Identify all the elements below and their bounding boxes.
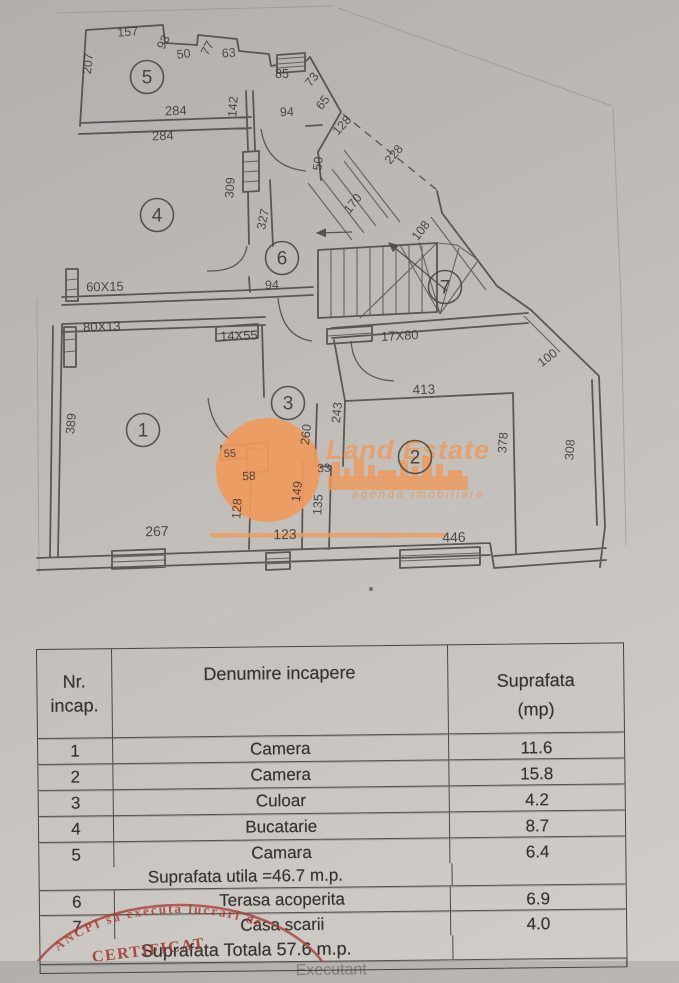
door-arcs [207,129,394,450]
dimension-label: 63 [221,46,236,61]
header-nr-incap: Nr. incap. [37,649,113,738]
cell-room-number: 1 [38,738,113,764]
cell-area-value: 11.6 [520,734,552,758]
dimension-label: 308 [562,439,577,461]
dimension-label: 243 [329,401,345,423]
total-text: Suprafata Totala 57.6 m.p. [40,935,453,964]
dimension-label: 33 [317,461,331,475]
dimension-label: 135 [310,494,325,516]
cell-area-value: 4.0 [526,910,550,934]
header-denumire: Denumire incapere [112,645,449,737]
cell-area: 11.6 [449,732,625,759]
dimension-label: 14X55 [220,327,258,343]
cell-area: 4.0 [451,909,627,935]
cell-room-number: 5 [39,842,114,868]
room-number: 6 [277,249,288,270]
dimension-label: 149 [289,480,305,502]
cell-room-number: 4 [39,816,114,842]
dimension-label: 260 [298,423,314,445]
room-number: 3 [283,394,294,415]
cell-room-number: 6 [40,890,115,915]
cell-area: 4.2 [449,784,625,811]
room-number: 5 [142,68,153,89]
watermark-underline [210,533,446,538]
dimension-label: 170 [341,191,365,216]
dimension-label: 142 [225,96,240,118]
dimension-label: 108 [409,218,433,243]
dimension-label: 17X80 [381,327,419,344]
header-suprafata-line1: Suprafata [497,670,575,692]
cell-room-number: 2 [38,764,113,790]
cell-area-value: 6.4 [526,838,550,862]
dimension-label: 65 [313,93,333,113]
dimension-label: 55 [224,448,237,460]
dimension-label: 267 [145,523,169,539]
header-nr-line2: incap. [50,693,98,718]
header-suprafata: Suprafata (mp) [448,643,624,733]
total-empty-cell [453,933,627,959]
cell-room-number: 3 [39,790,114,816]
table-header-row: Nr. incap. Denumire incapere Suprafata (… [37,643,624,739]
dimension-label: 413 [412,382,435,398]
room-number: 1 [138,421,149,442]
room-number: 4 [152,206,163,227]
dimension-label: 77 [198,39,217,58]
dimension-label: 50 [310,156,325,171]
dimension-label: 389 [63,413,79,435]
dimension-label: 94 [280,105,294,119]
room-number: 7 [440,278,451,299]
watermark-subtitle: agenda imobiliare [352,489,485,501]
dimension-label: 50 [176,46,191,61]
area-table: Nr. incap. Denumire incapere Suprafata (… [36,642,628,974]
scanned-floorplan-page: { "plan": { "labels": [ {"t":"157","x":1… [0,0,679,961]
cell-area-value: 8.7 [525,812,549,836]
room-number-circles: 1 2 3 4 5 6 7 [127,61,462,474]
cell-room-name: Camera [113,760,449,789]
subtotal-empty-cell [452,861,626,885]
cell-area-value: 4.2 [525,786,549,810]
watermark-title: Land Estate [326,435,490,465]
cell-area-value: 15.8 [520,760,553,784]
dimension-label: 94 [265,278,279,292]
dimension-label: 60X15 [86,279,124,295]
dimension-label: 128 [330,113,354,138]
cell-room-number: 7 [40,915,115,940]
room-number: 2 [410,448,421,469]
cell-area: 6.4 [450,836,626,863]
cell-room-name: Terasa acoperita [114,886,450,914]
dimension-label: 128 [229,498,244,520]
dimension-label: 327 [254,207,272,230]
dimension-label: 80X13 [83,318,121,334]
cell-room-name: Camara [114,838,450,867]
stair-arrows [317,232,447,291]
dimension-label: 157 [117,24,139,39]
dimension-label: 446 [442,529,466,545]
dimension-label: 93 [154,33,173,52]
dimension-label: 228 [382,142,406,167]
dimension-label: 58 [242,469,256,483]
header-nr-line1: Nr. [63,669,86,693]
dimension-label: 378 [495,432,510,454]
cell-room-name: Camera [113,734,449,763]
dimension-label: 85 [275,67,289,81]
dimension-label: 123 [273,526,297,542]
dimension-label: 284 [165,103,187,119]
dimension-label: 309 [222,177,237,199]
header-suprafata-line2: (mp) [517,699,554,720]
cell-area: 6.9 [450,884,626,910]
dimension-label: 207 [80,52,96,74]
cell-area: 15.8 [449,758,625,785]
photo-speck [369,587,373,591]
subtotal-text: Suprafata utila =46.7 m.p. [39,863,452,890]
dimension-label: 284 [152,128,174,144]
cell-room-name: Bucatarie [114,812,450,841]
dimension-label: 100 [535,346,560,370]
cell-area: 8.7 [449,810,625,837]
cell-room-name: Culoar [113,786,449,815]
cell-area-value: 6.9 [526,885,550,909]
